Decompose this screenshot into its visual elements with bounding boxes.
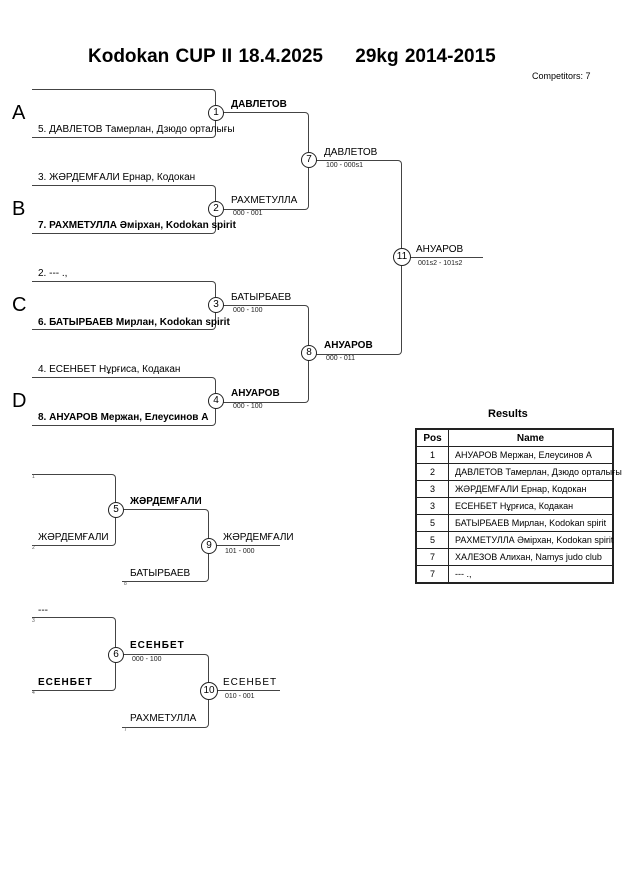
results-name: ЖӘРДЕМҒАЛИ Ернар, Кодокан <box>448 480 614 498</box>
rep1-third-index: 8 <box>124 581 127 587</box>
results-header-pos: Pos <box>415 428 449 447</box>
entry-4: 4. ЕСЕНБЕТ Нұрғиса, Кодакан <box>38 364 181 375</box>
match-circle-11: 11 <box>393 248 411 266</box>
results-row: 7--- ., <box>415 565 614 584</box>
results-pos: 7 <box>415 548 449 566</box>
results-name: ДАВЛЕТОВ Тамерлан, Дзюдо орталығы <box>448 463 622 481</box>
score-match-7: 100 - 000s1 <box>326 162 363 169</box>
winner-match-7: ДАВЛЕТОВ <box>324 147 378 158</box>
rep2-bottom-index: 4 <box>32 690 35 696</box>
match-circle-5: 5 <box>108 502 124 518</box>
event-name: Kodokan CUP II <box>88 46 233 67</box>
entry-5: 5. ДАВЛЕТОВ Тамерлан, Дзюдо орталығы <box>38 124 235 135</box>
results-pos: 1 <box>415 446 449 464</box>
results-name: РАХМЕТУЛЛА Әмірхан, Kodokan spirit <box>448 531 614 549</box>
score-match-6: 000 - 100 <box>132 656 162 663</box>
rep2-third-name: РАХМЕТУЛЛА <box>130 713 197 724</box>
winner-match-4: АНУАРОВ <box>231 388 280 399</box>
match-circle-8: 8 <box>301 345 317 361</box>
match-circle-9: 9 <box>201 538 217 554</box>
rep2-top-index: 3 <box>32 618 35 624</box>
weight-category: 29kg 2014-2015 <box>355 46 496 67</box>
repechage-2-winner-line <box>216 690 280 691</box>
results-pos: 7 <box>415 565 449 584</box>
winner-match-10: ЕСЕНБЕТ <box>223 677 278 688</box>
entry-7: 7. РАХМЕТУЛЛА Әмірхан, Kodokan spirit <box>38 220 236 231</box>
results-pos: 3 <box>415 497 449 515</box>
score-match-8: 000 - 011 <box>326 355 356 362</box>
match-circle-2: 2 <box>208 201 224 217</box>
winner-match-11: АНУАРОВ <box>416 244 464 255</box>
entry-6: 6. БАТЫРБАЕВ Мирлан, Kodokan spirit <box>38 317 230 328</box>
event-title: Kodokan CUP II 18.4.2025 29kg 2014-2015 <box>88 46 496 68</box>
results-header-name: Name <box>448 428 614 447</box>
score-match-10: 010 - 001 <box>225 693 255 700</box>
results-name: --- ., <box>448 565 614 584</box>
winner-match-9: ЖӘРДЕМҒАЛИ <box>223 532 294 543</box>
rep1-top-index: 1 <box>32 474 35 480</box>
results-pos: 5 <box>415 531 449 549</box>
match-circle-3: 3 <box>208 297 224 313</box>
results-pos: 5 <box>415 514 449 532</box>
entry-2: 2. --- ., <box>38 268 68 279</box>
results-title: Results <box>488 408 528 420</box>
rep2-third-index: 7 <box>124 727 127 733</box>
results-name: АНУАРОВ Мержан, Елеусинов А <box>448 446 614 464</box>
bracket-line-match-11 <box>315 160 402 355</box>
winner-match-8: АНУАРОВ <box>324 340 373 351</box>
results-pos: 3 <box>415 480 449 498</box>
rep1-third-name: БАТЫРБАЕВ <box>130 568 191 579</box>
repechage-1-winner-line <box>216 545 280 546</box>
event-date: 18.4.2025 <box>238 46 323 67</box>
final-winner-line <box>408 257 483 258</box>
pool-label-a: A <box>12 102 26 124</box>
entry-8: 8. АНУАРОВ Мержан, Елеусинов А <box>38 412 209 423</box>
rep2-top-name: --- <box>38 605 48 616</box>
rep2-bottom-name: ЕСЕНБЕТ <box>38 677 93 688</box>
results-pos: 2 <box>415 463 449 481</box>
match-circle-1: 1 <box>208 105 224 121</box>
results-name: ЕСЕНБЕТ Нұрғиса, Кодакан <box>448 497 614 515</box>
score-match-9: 101 - 000 <box>225 548 255 555</box>
winner-match-6: ЕСЕНБЕТ <box>130 640 185 651</box>
match-circle-4: 4 <box>208 393 224 409</box>
winner-match-5: ЖӘРДЕМҒАЛИ <box>130 496 202 507</box>
rep1-bottom-index: 2 <box>32 545 35 551</box>
results-header-row: Pos Name <box>415 428 614 447</box>
pool-label-d: D <box>12 390 27 412</box>
winner-match-1: ДАВЛЕТОВ <box>231 99 287 110</box>
pool-label-b: B <box>12 198 26 220</box>
match-circle-7: 7 <box>301 152 317 168</box>
entry-3: 3. ЖӘРДЕМҒАЛИ Ернар, Кодокан <box>38 172 196 183</box>
rep1-bottom-name: ЖӘРДЕМҒАЛИ <box>38 532 109 543</box>
match-circle-10: 10 <box>200 682 218 700</box>
score-match-4: 000 - 100 <box>233 403 263 410</box>
results-name: ХАЛЕЗОВ Алихан, Namys judo club <box>448 548 614 566</box>
winner-match-2: РАХМЕТУЛЛА <box>231 195 298 206</box>
score-match-3: 000 - 100 <box>233 307 263 314</box>
winner-match-3: БАТЫРБАЕВ <box>231 292 292 303</box>
results-name: БАТЫРБАЕВ Мирлан, Kodokan spirit <box>448 514 614 532</box>
score-match-11: 001s2 - 101s2 <box>418 260 463 267</box>
pool-label-c: C <box>12 294 27 316</box>
score-match-2: 000 - 001 <box>233 210 263 217</box>
match-circle-6: 6 <box>108 647 124 663</box>
competitors-count: Competitors: 7 <box>532 71 591 81</box>
